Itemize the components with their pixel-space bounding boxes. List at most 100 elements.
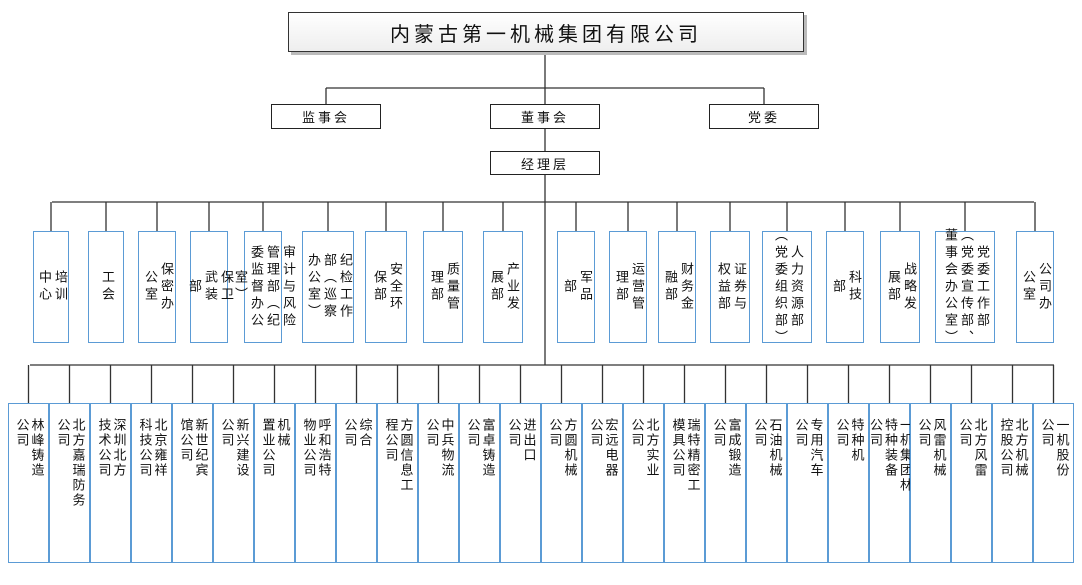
subsidiary-label: 公司 [464, 418, 480, 448]
department-label: 党委工作部 [974, 244, 989, 330]
party-committee-box: 党委 [709, 104, 819, 129]
subsidiary-label: 风雷机械 [930, 418, 946, 478]
department-label: 保部 [371, 270, 386, 304]
subsidiary-label: 宏远电器 [602, 418, 618, 478]
subsidiary-box: 方圆信息工程公司 [377, 403, 418, 563]
supervisory-board-label: 监事会 [301, 111, 350, 126]
subsidiary-label: 公司 [833, 418, 849, 448]
subsidiary-label: 公司 [710, 418, 726, 448]
subsidiary-label: 中兵物流 [438, 418, 454, 478]
department-box: 运营管理部 [609, 231, 647, 343]
department-box: 科技部 [826, 231, 864, 343]
subsidiary-box: 深圳北方技术公司 [90, 403, 131, 563]
department-label: 财务金 [678, 261, 693, 313]
subsidiary-label: 北京雍祥 [151, 418, 167, 478]
subsidiary-label: 物业公司 [300, 418, 316, 478]
department-label: （党委组织部） [772, 227, 787, 347]
subsidiary-label: 一机集团林 [897, 418, 912, 493]
department-label: 产业发 [504, 261, 519, 313]
board-of-directors-box: 董事会 [490, 104, 600, 129]
subsidiary-label: 北方实业 [643, 418, 659, 478]
subsidiary-label: 公司 [54, 418, 70, 448]
supervisory-board-box: 监事会 [271, 104, 381, 129]
subsidiary-label: 北方风雷 [971, 418, 987, 478]
department-label: 保密办 [158, 261, 173, 313]
subsidiary-label: 馆公司 [177, 418, 193, 463]
subsidiary-label: 综合 [356, 418, 372, 448]
subsidiary-label: 方圆机械 [561, 418, 577, 478]
department-label: （党委宣传部、 [958, 227, 973, 347]
subsidiary-label: 北方嘉瑞防务 [69, 418, 85, 508]
subsidiary-label: 特种装备 [882, 418, 897, 478]
subsidiary-label: 进出口 [520, 418, 536, 463]
subsidiary-label: 林峰铸造 [28, 418, 44, 478]
subsidiary-label: 模具公司 [669, 418, 685, 478]
department-box: 财务金融部 [658, 231, 696, 343]
subsidiary-label: 公司 [218, 418, 234, 448]
department-label: 理部 [613, 270, 628, 304]
department-label: 培训 [52, 270, 67, 304]
subsidiary-box: 北方实业公司 [623, 403, 664, 563]
subsidiary-label: 公司 [505, 418, 521, 448]
department-label: 融部 [662, 270, 677, 304]
department-label: 部 [561, 278, 576, 296]
department-label: 公室 [142, 270, 157, 304]
subsidiary-label: 深圳北方 [110, 418, 126, 478]
department-box: 党委工作部（党委宣传部、董事会办公室） [935, 228, 995, 347]
department-label: 展部 [885, 270, 900, 304]
subsidiary-label: 呼和浩特 [315, 418, 331, 478]
department-box: 保卫武装部 [186, 231, 233, 343]
subsidiary-label: 公司 [628, 418, 644, 448]
subsidiary-box: 呼和浩特物业公司 [295, 403, 336, 563]
subsidiary-box: 新兴建设公司 [213, 403, 254, 563]
subsidiary-label: 公司 [956, 418, 972, 448]
subsidiary-box: 专用汽车公司 [787, 403, 828, 563]
department-label: 室） [232, 270, 247, 304]
department-label: 军品 [577, 270, 592, 304]
subsidiary-label: 机械 [274, 418, 290, 448]
subsidiary-box: 宏远电器公司 [582, 403, 623, 563]
department-box: 保密办公室 [138, 231, 176, 343]
department-label: 纪检工作 [337, 253, 352, 321]
subsidiary-label: 瑞特精密工 [684, 418, 700, 493]
subsidiary-label: 新兴建设 [233, 418, 249, 478]
subsidiary-label: 公司 [1038, 418, 1054, 448]
subsidiary-label: 控股公司 [997, 418, 1013, 478]
company-title: 内蒙古第一机械集团有限公司 [390, 21, 702, 46]
department-label: 工会 [99, 270, 114, 304]
subsidiary-box: 一机集团林特种装备公司 [867, 403, 912, 563]
subsidiary-box: 北京雍祥科技公司 [131, 403, 172, 563]
subsidiary-box: 林峰铸造公司 [8, 403, 49, 563]
board-of-directors-label: 董事会 [520, 111, 569, 126]
subsidiary-label: 一机股份 [1053, 418, 1069, 478]
subsidiary-box: 北方嘉瑞防务公司 [49, 403, 90, 563]
subsidiary-label: 公司 [867, 418, 882, 448]
subsidiary-label: 方圆信息工 [397, 418, 413, 493]
subsidiary-label: 公司 [792, 418, 808, 448]
party-committee-label: 党委 [747, 111, 780, 126]
subsidiary-label: 专用汽车 [807, 418, 823, 478]
department-box: 质量管理部 [423, 231, 463, 343]
department-label: 运营管 [629, 261, 644, 313]
subsidiary-box: 瑞特精密工模具公司 [664, 403, 705, 563]
department-label: 证券与 [731, 261, 746, 313]
department-box: 人力资源部（党委组织部） [762, 228, 812, 347]
subsidiary-label: 特种机 [848, 418, 864, 463]
subsidiary-box: 北方风雷公司 [951, 403, 992, 563]
subsidiary-box: 特种机公司 [828, 403, 869, 563]
subsidiary-label: 公司 [546, 418, 562, 448]
department-label: 战略发 [901, 261, 916, 313]
subsidiary-box: 石油机械公司 [746, 403, 787, 563]
subsidiary-box: 进出口公司 [500, 403, 541, 563]
department-label: 中心 [36, 270, 51, 304]
subsidiary-box: 中兵物流公司 [418, 403, 459, 563]
subsidiary-label: 科技公司 [136, 418, 152, 478]
department-label: 展部 [488, 270, 503, 304]
department-label: 部（巡察 [321, 253, 336, 321]
subsidiary-label: 置业公司 [259, 418, 275, 478]
department-box: 产业发展部 [483, 231, 523, 343]
subsidiary-box: 一机股份公司 [1033, 403, 1074, 563]
department-label: 委监督办公 [248, 244, 263, 330]
department-box: 战略发展部 [880, 231, 920, 343]
